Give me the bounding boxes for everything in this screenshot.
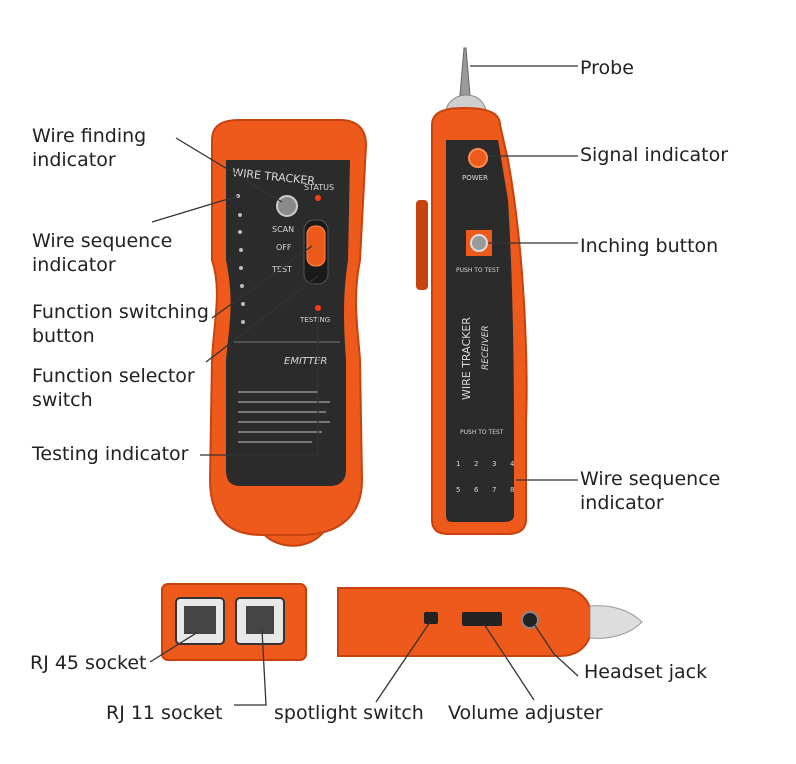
sequence-led <box>240 284 244 288</box>
signal-indicator-led <box>468 148 488 168</box>
sequence-digit: 7 <box>492 486 496 494</box>
testing-indicator-led <box>315 305 321 311</box>
sequence-led <box>238 213 242 217</box>
volume-adjuster[interactable] <box>462 612 502 626</box>
label-rj11-socket: RJ 11 socket <box>106 702 223 724</box>
function-selector-switch-knob[interactable] <box>306 225 326 267</box>
inching-button[interactable] <box>470 234 488 252</box>
receiver-title-text: WIRE TRACKER <box>460 317 473 400</box>
label-testing-indicator: Testing indicator <box>32 443 189 465</box>
receiver-probe-tip <box>459 47 471 96</box>
wire-finding-indicator-leader <box>175 137 283 203</box>
receiver-panel <box>446 140 514 522</box>
label-headset-jack: Headset jack <box>584 661 708 683</box>
receiver-mode-text: RECEIVER <box>481 325 491 370</box>
sequence-digit: 4 <box>510 460 515 468</box>
emitter-instruction-lines <box>238 391 330 443</box>
sequence-led <box>241 320 245 324</box>
sequence-digit: 8 <box>510 486 514 494</box>
label-probe: Probe <box>580 57 634 79</box>
spotlight-switch[interactable] <box>424 612 438 624</box>
receiver-device: POWER PUSH TO TEST WIRE TRACKER RECEIVER… <box>416 47 528 535</box>
label-wire-sequence-indicator-left: Wire sequence indicator <box>32 230 173 276</box>
socket-end-device <box>161 583 307 661</box>
sequence-digit: 5 <box>456 486 460 494</box>
receiver-push-to-test-text: PUSH TO TEST <box>456 267 500 274</box>
rj45-socket-cavity <box>184 606 216 634</box>
label-wire-sequence-indicator-right: Wire sequence indicator <box>580 468 721 514</box>
sequence-led <box>241 302 245 306</box>
label-wire-finding-indicator: Wire finding indicator <box>32 125 147 171</box>
label-signal-indicator: Signal indicator <box>580 144 729 166</box>
function-switching-button-leader <box>211 245 313 319</box>
rj11-socket-leader <box>234 629 267 706</box>
receiver-side-button[interactable] <box>416 200 428 290</box>
sequence-led <box>239 248 243 252</box>
emitter-status-led <box>315 195 321 201</box>
sequence-digit: 6 <box>474 486 479 494</box>
label-spotlight-switch: spotlight switch <box>274 702 424 724</box>
sequence-digit: 2 <box>474 460 478 468</box>
label-function-switching-button: Function switching button <box>32 301 209 347</box>
label-inching-button: Inching button <box>580 235 719 257</box>
receiver-push-to-test-2-text: PUSH TO TEST <box>460 429 504 436</box>
receiver-side-probe <box>589 605 643 639</box>
label-function-selector-switch: Function selector switch <box>32 365 195 411</box>
rj11-socket-cavity <box>246 606 274 634</box>
emitter-off-text: OFF <box>276 243 292 252</box>
sequence-digit: 3 <box>492 460 496 468</box>
label-volume-adjuster: Volume adjuster <box>448 702 603 724</box>
volume-adjuster-leader <box>483 623 535 701</box>
receiver-power-text: POWER <box>462 174 488 182</box>
function-selector-switch-leader <box>205 275 319 363</box>
spotlight-switch-leader <box>375 621 431 703</box>
receiver-side-view <box>337 587 643 657</box>
label-rj45-socket: RJ 45 socket <box>30 652 147 674</box>
rj45-socket-leader <box>149 631 199 663</box>
headset-jack-leader <box>533 623 579 677</box>
emitter-status-text: STATUS <box>304 183 334 192</box>
sequence-digit: 1 <box>456 460 460 468</box>
emitter-scan-text: SCAN <box>272 225 294 234</box>
emitter-device: WIRE TRACKER STATUS SCAN OFF TEST TESTIN… <box>208 119 368 547</box>
wire-finding-indicator-led <box>276 195 298 217</box>
sequence-led <box>238 230 242 234</box>
leader-lines <box>149 65 579 706</box>
sequence-led <box>239 266 243 270</box>
emitter-testing-text: TESTING <box>299 316 330 324</box>
wire-sequence-indicator-left-leader <box>151 195 239 223</box>
emitter-test-text: TEST <box>271 265 292 274</box>
receiver-wire-sequence-leds: 1 2 3 4 5 6 7 8 <box>456 460 515 494</box>
emitter-mode-text: EMITTER <box>284 356 327 367</box>
